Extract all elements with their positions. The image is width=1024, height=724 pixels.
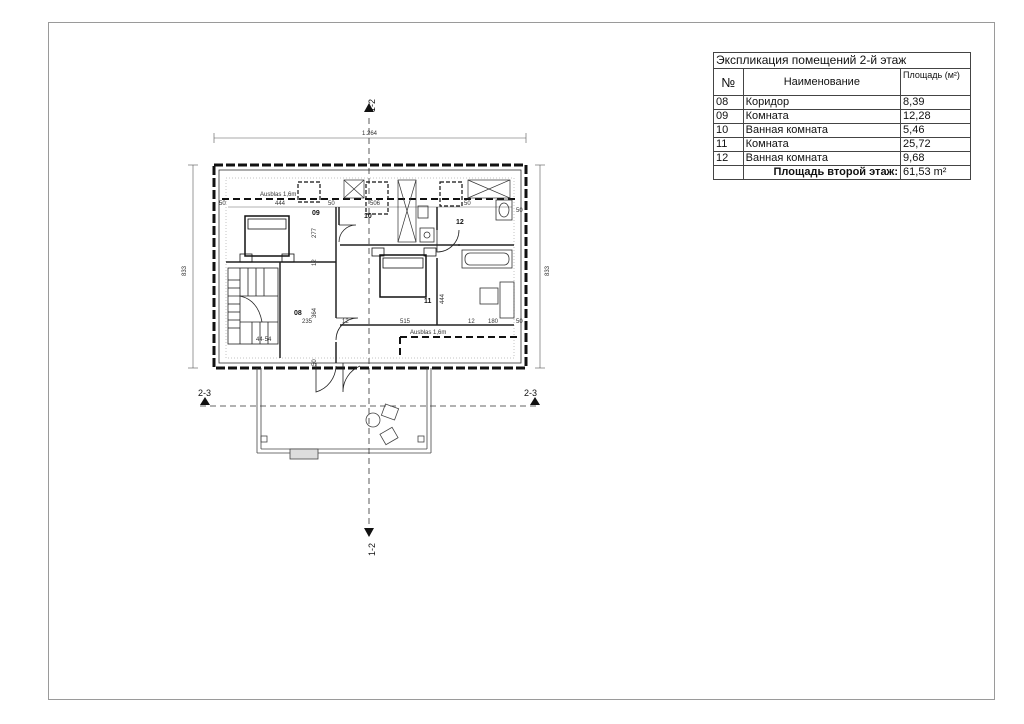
total-spacer xyxy=(713,165,744,180)
row-number: 12 xyxy=(713,151,744,166)
row-name: Ванная комната xyxy=(742,151,902,166)
axis-1-2: 1-2 1-2 xyxy=(364,99,377,556)
dim-50: 50 xyxy=(516,208,523,214)
desk xyxy=(479,281,515,319)
dim-50: 50 xyxy=(328,201,335,207)
axis-2-3: 2-3 2-3 xyxy=(198,388,540,407)
table-row: 09 Комната 12,28 xyxy=(713,109,971,124)
table-row: 08 Коридор 8,39 xyxy=(713,95,971,110)
dim-50: 50 xyxy=(464,201,471,207)
bathroom-12-fixtures xyxy=(461,199,513,269)
interior-walls xyxy=(226,207,514,363)
explication-table: Экспликация помещений 2-й этаж № Наимено… xyxy=(713,52,971,180)
staircase xyxy=(227,267,279,345)
room-number-08: 08 xyxy=(294,310,302,317)
table-row: 12 Ванная комната 9,68 xyxy=(713,151,971,166)
dim-overall-width: 1.264 xyxy=(362,131,378,137)
roof-windows xyxy=(297,181,463,215)
header-number: № xyxy=(713,68,744,96)
skylights xyxy=(343,179,511,243)
dim-364: 364 xyxy=(312,307,318,318)
room-number-11: 11 xyxy=(424,298,432,305)
row-area: 8,39 xyxy=(900,95,971,110)
bed-room-09 xyxy=(239,215,295,263)
table-row: 11 Комната 25,72 xyxy=(713,137,971,152)
row-name: Комната xyxy=(742,109,902,124)
dim-50: 50 xyxy=(516,319,523,325)
outer-walls xyxy=(212,163,528,370)
dim-277: 277 xyxy=(312,227,318,238)
dim-180: 180 xyxy=(488,319,499,325)
dim-overall-height-right: 833 xyxy=(545,265,551,276)
explication-header-row: № Наименование Площадь (м²) xyxy=(713,68,971,96)
attic-label-bottom: Ausblas 1,6m xyxy=(410,330,446,336)
drawing-sheet xyxy=(48,22,995,700)
dim-12: 12 xyxy=(342,319,349,325)
attic-label-top: Ausblas 1,6m xyxy=(260,192,296,198)
dim-12: 12 xyxy=(312,259,318,266)
row-name: Комната xyxy=(742,137,902,152)
bathroom-10-fixtures xyxy=(417,205,435,243)
row-number: 11 xyxy=(713,137,744,152)
axis-label-bottom: 1-2 xyxy=(367,543,377,556)
row-area: 25,72 xyxy=(900,137,971,152)
row-name: Коридор xyxy=(742,95,902,110)
table-row: 10 Ванная комната 5,46 xyxy=(713,123,971,138)
axis-marker-icon xyxy=(364,528,374,537)
row-number: 08 xyxy=(713,95,744,110)
dim-506: 506 xyxy=(370,201,381,207)
stair-marks: 44·54 xyxy=(256,337,272,343)
row-number: 10 xyxy=(713,123,744,138)
axis-label-top: 1-2 xyxy=(367,99,377,112)
room-number-12: 12 xyxy=(456,219,464,226)
dim-235: 235 xyxy=(302,319,313,325)
attic-line-top xyxy=(222,198,518,208)
axis-marker-icon xyxy=(364,103,374,112)
room-number-09: 09 xyxy=(312,210,320,217)
axis-label-right: 2-3 xyxy=(524,388,537,398)
dim-12: 12 xyxy=(468,319,475,325)
dim-444-top: 444 xyxy=(275,201,286,207)
room-number-10: 10 xyxy=(364,213,372,220)
dim-444-vertical: 444 xyxy=(440,293,446,304)
header-name: Наименование xyxy=(742,68,902,96)
axis-label-left: 2-3 xyxy=(198,388,211,398)
row-area: 5,46 xyxy=(900,123,971,138)
axis-marker-icon xyxy=(530,397,540,405)
bed-room-11 xyxy=(371,247,437,298)
overall-dimensions xyxy=(188,133,545,369)
terrace xyxy=(256,368,432,460)
dim-50: 50 xyxy=(312,359,318,366)
explication-title: Экспликация помещений 2-й этаж xyxy=(713,52,971,69)
total-label: Площадь второй этаж: xyxy=(742,165,902,180)
dim-50: 50 xyxy=(219,201,226,207)
total-row: Площадь второй этаж: 61,53 m² xyxy=(713,165,971,180)
dim-overall-height-left: 833 xyxy=(182,265,188,276)
row-area: 9,68 xyxy=(900,151,971,166)
axis-marker-icon xyxy=(200,397,210,405)
row-area: 12,28 xyxy=(900,109,971,124)
header-area: Площадь (м²) xyxy=(900,68,971,96)
total-value: 61,53 m² xyxy=(900,165,971,180)
dim-515: 515 xyxy=(400,319,411,325)
row-name: Ванная комната xyxy=(742,123,902,138)
row-number: 09 xyxy=(713,109,744,124)
attic-line-bottom xyxy=(399,336,518,358)
doors xyxy=(315,224,460,393)
